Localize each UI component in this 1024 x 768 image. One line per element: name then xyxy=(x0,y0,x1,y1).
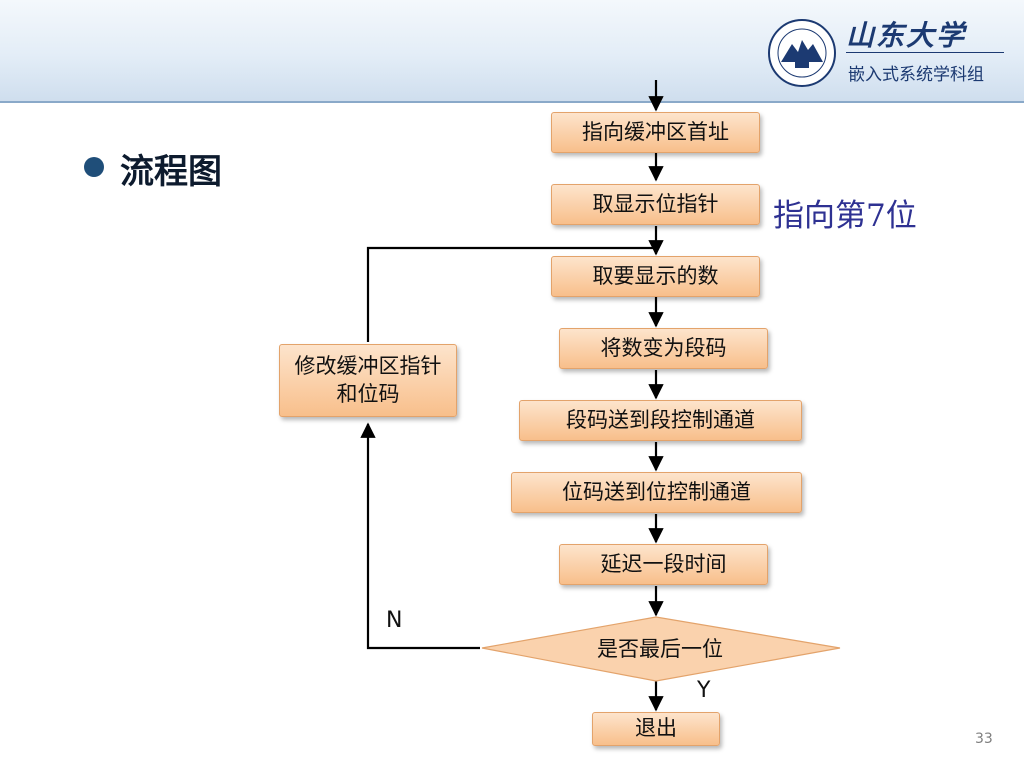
arrow-no-branch xyxy=(360,422,480,650)
step-modify-pointer: 修改缓冲区指针和位码 xyxy=(279,344,457,417)
decision-label: 是否最后一位 xyxy=(597,637,723,661)
step-send-segment-code: 段码送到段控制通道 xyxy=(519,400,802,441)
decision-diamond xyxy=(481,616,841,682)
page-number: 33 xyxy=(975,731,993,747)
group-subtitle: 嵌入式系统学科组 xyxy=(848,65,984,85)
step-get-number: 取要显示的数 xyxy=(551,256,760,297)
step-send-digit-code: 位码送到位控制通道 xyxy=(511,472,802,513)
step-delay: 延迟一段时间 xyxy=(559,544,768,585)
pointer-note: 指向第7位 xyxy=(773,198,917,234)
university-name: 山东大学 xyxy=(846,19,967,52)
page-title: 流程图 xyxy=(120,152,222,192)
slide-header: 山东大学 嵌入式系统学科组 xyxy=(0,0,1024,103)
arrow-loop-back xyxy=(366,246,654,342)
step-get-digit-pointer: 取显示位指针 xyxy=(551,184,760,225)
logo-divider xyxy=(846,52,1004,53)
step-point-buffer-start: 指向缓冲区首址 xyxy=(551,112,760,153)
no-branch-label: N xyxy=(386,608,403,633)
university-seal-logo xyxy=(768,19,836,87)
yes-branch-label: Y xyxy=(697,678,711,703)
title-bullet xyxy=(84,157,104,177)
step-exit: 退出 xyxy=(592,712,720,746)
step-convert-segment-code: 将数变为段码 xyxy=(559,328,768,369)
